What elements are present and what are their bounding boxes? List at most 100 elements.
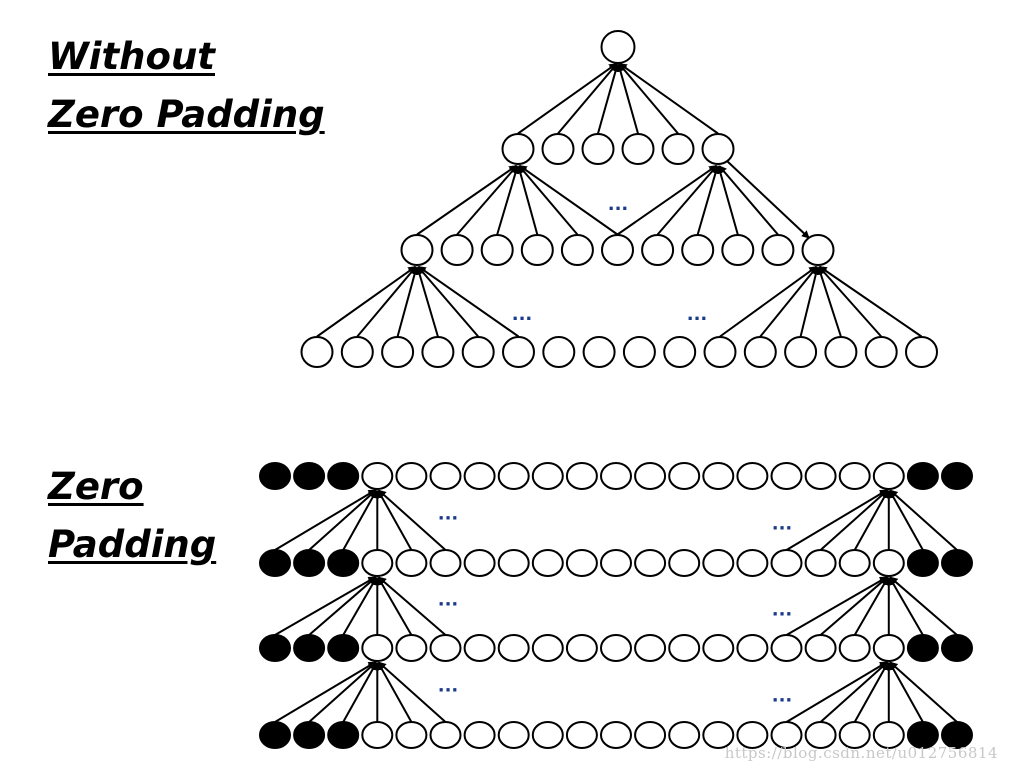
layer-node: [668, 721, 701, 749]
label-line-zero: Zero: [48, 465, 144, 508]
padding-node: [327, 634, 360, 662]
layer-node: [565, 634, 598, 662]
padding-node: [259, 721, 291, 749]
arrow-edge: [759, 266, 818, 338]
arrow-edge: [496, 165, 520, 235]
ellipsis: ...: [772, 686, 793, 707]
input-node: [743, 336, 777, 368]
layer-node: [361, 721, 394, 749]
layer-node: [463, 721, 496, 749]
hidden-node: [581, 133, 615, 165]
layer-node: [668, 634, 701, 662]
layer-node: [634, 721, 667, 749]
hidden-node: [480, 234, 514, 266]
arrow-edge: [719, 265, 818, 338]
layer-node: [600, 549, 632, 577]
arrow-edge: [377, 576, 413, 636]
arrow-edge: [853, 576, 889, 636]
arrow-edge: [888, 661, 924, 723]
layer-node: [361, 549, 394, 577]
output-node: [600, 30, 636, 64]
label-line-without: Without: [48, 35, 215, 78]
arrow-edge: [378, 576, 447, 636]
layer-node: [429, 634, 462, 662]
padding-node: [941, 634, 973, 662]
input-node: [905, 336, 938, 368]
arrow-edge: [889, 489, 958, 551]
padding-node: [293, 721, 326, 749]
padding-node: [906, 549, 939, 577]
layer-node: [804, 721, 837, 749]
layer-node: [395, 721, 428, 749]
layer-node: [872, 462, 905, 490]
layer-node: [463, 462, 496, 490]
hidden-node: [520, 234, 554, 266]
input-node: [502, 336, 535, 368]
layer-node: [429, 721, 462, 749]
padding-node: [327, 462, 360, 490]
layer-node: [736, 549, 769, 577]
arrow-edge: [597, 63, 620, 134]
layer-node: [395, 462, 428, 490]
padding-node: [941, 549, 973, 577]
arrow-edge: [377, 489, 413, 551]
arrow-edge: [889, 661, 958, 723]
arrow-edge: [415, 266, 439, 337]
arrow-edge: [308, 661, 377, 723]
ellipsis-layer: ...........................: [438, 194, 793, 707]
arrow-edge: [274, 489, 377, 551]
layer-node: [838, 462, 871, 490]
ellipsis: ...: [608, 194, 629, 215]
layer-node: [804, 549, 837, 577]
padding-node: [327, 549, 360, 577]
ellipsis: ...: [512, 304, 533, 325]
arrow-edge: [516, 165, 539, 235]
arrow-edge: [888, 576, 924, 636]
arrow-edge: [316, 265, 417, 338]
hidden-node: [661, 133, 695, 165]
layer-node: [872, 721, 905, 749]
layer-node: [736, 634, 769, 662]
ellipsis: ...: [772, 600, 793, 621]
padding-node: [327, 721, 360, 749]
layer-node: [770, 721, 803, 749]
arrow-edge: [785, 489, 888, 551]
padding-node: [293, 549, 326, 577]
layer-node: [634, 634, 667, 662]
layer-node: [497, 462, 530, 490]
hidden-node: [541, 133, 575, 165]
arrow-edge: [417, 265, 520, 338]
layer-node: [497, 549, 530, 577]
padding-node: [906, 634, 939, 662]
layer-node: [702, 462, 735, 490]
layer-node: [668, 462, 701, 490]
ellipsis: ...: [438, 504, 459, 525]
input-node: [582, 336, 616, 368]
input-node: [784, 336, 818, 368]
watermark: https://blog.csdn.net/u012756814: [724, 744, 998, 762]
layer-node: [736, 721, 769, 749]
hidden-node: [621, 133, 655, 165]
label-line-padding: Padding: [48, 523, 217, 566]
layer-node: [872, 549, 905, 577]
arrow-edge: [342, 489, 378, 551]
label-line-zero-padding: Zero Padding: [48, 93, 325, 136]
arrow-edge: [616, 164, 718, 236]
hidden-node: [400, 234, 434, 266]
layer-node: [702, 721, 735, 749]
arrow-edge: [518, 164, 619, 236]
arrow-edge: [396, 266, 419, 337]
input-node: [703, 336, 737, 368]
layer-node: [634, 549, 667, 577]
nodes-layer: [259, 30, 973, 749]
input-node: [381, 336, 415, 368]
padding-node: [259, 462, 291, 490]
arrow-edge: [378, 489, 447, 551]
hidden-node: [440, 234, 474, 266]
layer-node: [804, 634, 837, 662]
input-node: [340, 336, 374, 368]
arrow-edge: [888, 489, 924, 551]
arrow-edge: [557, 63, 618, 135]
layer-node: [838, 634, 871, 662]
arrow-edge: [786, 576, 888, 636]
